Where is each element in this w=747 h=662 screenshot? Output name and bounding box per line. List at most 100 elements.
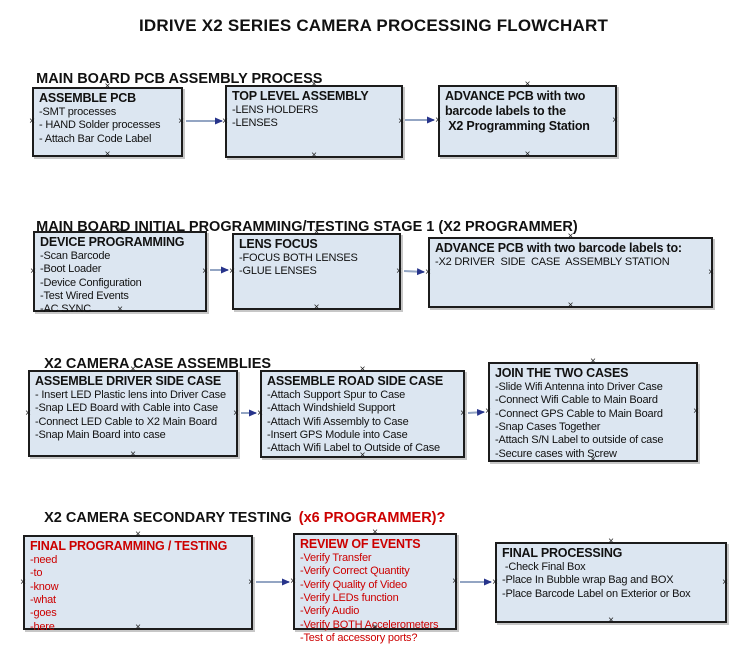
box-title: LENS FOCUS — [239, 237, 318, 251]
box-line: -Verify LEDs function — [300, 591, 399, 604]
box-line: -Slide Wifi Antenna into Driver Case — [495, 380, 663, 393]
box-line: -to — [30, 567, 43, 580]
box-title: DEVICE PROGRAMMING — [40, 235, 185, 249]
box-line: -Scan Barcode — [40, 249, 111, 262]
box-line: -know — [30, 580, 59, 593]
box-line: -Connect Wifi Cable to Main Board — [495, 394, 658, 407]
connection-point-icon: × — [608, 615, 614, 626]
connection-point-icon: × — [257, 408, 263, 419]
box-line: -here — [30, 620, 55, 633]
flow-box-join-the-two-cases: × × × × JOIN THE TWO CASES -Slide Wifi A… — [485, 357, 699, 465]
connection-point-icon: × — [492, 576, 498, 588]
box-line: -Verify Audio — [300, 605, 360, 618]
section-heading-label: MAIN BOARD PCB ASSEMBLY PROCESS — [36, 71, 323, 87]
flow-box-advance-pcb-driver-side: × × × × ADVANCE PCB with two barcode lab… — [425, 232, 714, 311]
box-title: FINAL PROGRAMMING / TESTING — [30, 539, 228, 553]
box-line: -Attach Windshield Support — [267, 402, 396, 415]
connection-point-icon: × — [398, 115, 404, 127]
box-line: -Boot Loader — [40, 263, 102, 276]
box-line: -Test Wired Events — [40, 289, 129, 302]
page-title: IDRIVE X2 SERIES CAMERA PROCESSING FLOWC… — [138, 16, 609, 35]
box-line: -Snap LED Board with Cable into Case — [35, 402, 218, 415]
section-heading-secondary-testing: X2 CAMERA SECONDARY TESTING (x6 PROGRAMME… — [28, 494, 445, 542]
box-line: -Verify BOTH Accelerometers — [300, 618, 439, 631]
connection-point-icon: × — [20, 576, 26, 588]
section-heading-label: X2 CAMERA SECONDARY TESTING — [44, 510, 292, 526]
box-title: ASSEMBLE DRIVER SIDE CASE — [35, 374, 222, 388]
box-line: -Verify Quality of Video — [300, 578, 407, 591]
box-line: -Snap Main Board into case — [35, 428, 166, 441]
box-line: -AC SYNC — [40, 303, 91, 316]
connection-point-icon: × — [29, 116, 35, 127]
box-line: -SMT processes — [39, 105, 117, 118]
connection-point-icon: × — [248, 576, 254, 588]
box-title: ADVANCE PCB with two barcode labels to: — [435, 241, 682, 255]
box-line: -GLUE LENSES — [239, 265, 317, 278]
box-line: -Secure cases with Screw — [495, 447, 617, 460]
connection-point-icon: × — [425, 266, 431, 278]
box-line: -Device Configuration — [40, 276, 142, 289]
connection-point-icon: × — [460, 408, 466, 419]
box-title: ASSEMBLE PCB — [39, 91, 136, 105]
flow-box-top-level-assembly: × × × × TOP LEVEL ASSEMBLY -LENS HOLDERS… — [222, 80, 404, 161]
box-title: TOP LEVEL ASSEMBLY — [232, 89, 369, 103]
connection-point-icon: × — [722, 576, 728, 588]
flow-arrow — [403, 268, 425, 276]
box-title: JOIN THE TWO CASES — [495, 366, 629, 380]
box-line: -need — [30, 553, 58, 566]
connection-point-icon: × — [485, 406, 491, 417]
connection-point-icon: × — [233, 407, 239, 419]
flow-box-assemble-driver-side-case: × × × × ASSEMBLE DRIVER SIDE CASE - Inse… — [25, 365, 239, 460]
section-heading-pcb-assembly: MAIN BOARD PCB ASSEMBLY PROCESS — [20, 55, 322, 103]
box-line: -what — [30, 593, 56, 606]
box-line: -Attach Wifi Assembly to Case — [267, 415, 409, 428]
box-title: REVIEW OF EVENTS — [300, 537, 421, 551]
flow-box-final-processing: × × × × FINAL PROCESSING -Check Final Bo… — [492, 537, 728, 626]
connection-point-icon: × — [130, 449, 136, 460]
connection-point-icon: × — [396, 265, 402, 277]
box-line: -Attach Wifi Label to Outside of Case — [267, 442, 440, 455]
box-line: -FOCUS BOTH LENSES — [239, 251, 358, 264]
flow-arrow — [467, 408, 485, 416]
box-line: -LENSES — [232, 117, 278, 130]
connection-point-icon: × — [178, 116, 184, 127]
flow-box-device-programming: × × × × DEVICE PROGRAMMING -Scan Barcode… — [30, 226, 208, 316]
box-line: - Attach Bar Code Label — [39, 132, 152, 145]
box-line: -Snap Cases Together — [495, 420, 601, 433]
connection-point-icon: × — [313, 302, 320, 313]
box-line: -Connect LED Cable to X2 Main Board — [35, 415, 217, 428]
box-title: FINAL PROCESSING — [502, 546, 623, 560]
connection-point-icon: × — [708, 266, 714, 278]
flow-box-lens-focus: × × × × LENS FOCUS -FOCUS BOTH LENSES -G… — [229, 228, 402, 313]
section-heading-red-label: (x6 PROGRAMMER)? — [298, 510, 446, 526]
connection-point-icon: × — [290, 575, 296, 587]
box-title: ADVANCE PCB with two barcode labels to t… — [445, 89, 590, 133]
box-line: -Place Barcode Label on Exterior or Box — [502, 587, 691, 600]
box-line: - HAND Solder processes — [39, 119, 161, 132]
section-heading-label: X2 CAMERA CASE ASSEMBLIES — [44, 356, 272, 372]
flow-box-assemble-pcb: × × × × ASSEMBLE PCB -SMT processes - HA… — [29, 82, 184, 160]
flow-box-advance-pcb-programming-station: × × × × ADVANCE PCB with two barcode lab… — [435, 80, 618, 160]
box-line: -Place In Bubble wrap Bag and BOX — [502, 574, 674, 587]
connection-point-icon: × — [202, 265, 208, 277]
box-line: -Test of accessory ports? — [300, 632, 418, 645]
flow-box-assemble-road-side-case: × × × × ASSEMBLE ROAD SIDE CASE -Attach … — [257, 365, 466, 461]
box-title: ASSEMBLE ROAD SIDE CASE — [267, 374, 443, 388]
box-line: -LENS HOLDERS — [232, 103, 319, 116]
connection-point-icon: × — [612, 115, 618, 126]
connection-point-icon: × — [452, 575, 458, 587]
flow-box-review-of-events: × × × × REVIEW OF EVENTS -Verify Transfe… — [290, 528, 458, 645]
box-line: -Connect GPS Cable to Main Board — [495, 407, 663, 420]
box-line: -goes — [30, 607, 57, 620]
connection-point-icon: × — [524, 149, 531, 160]
box-line: -Verify Correct Quantity — [300, 565, 410, 578]
flow-box-final-programming-testing: × × × × FINAL PROGRAMMING / TESTING -nee… — [20, 530, 254, 633]
box-line: -Attach Support Spur to Case — [267, 388, 406, 401]
connection-point-icon: × — [104, 149, 111, 160]
box-line: -Check Final Box — [502, 560, 586, 573]
connection-point-icon: × — [435, 115, 441, 126]
box-line: -X2 DRIVER SIDE CASE ASSEMBLY STATION — [435, 255, 670, 268]
connection-point-icon: × — [30, 265, 36, 277]
box-line: -Attach S/N Label to outside of case — [495, 434, 664, 447]
